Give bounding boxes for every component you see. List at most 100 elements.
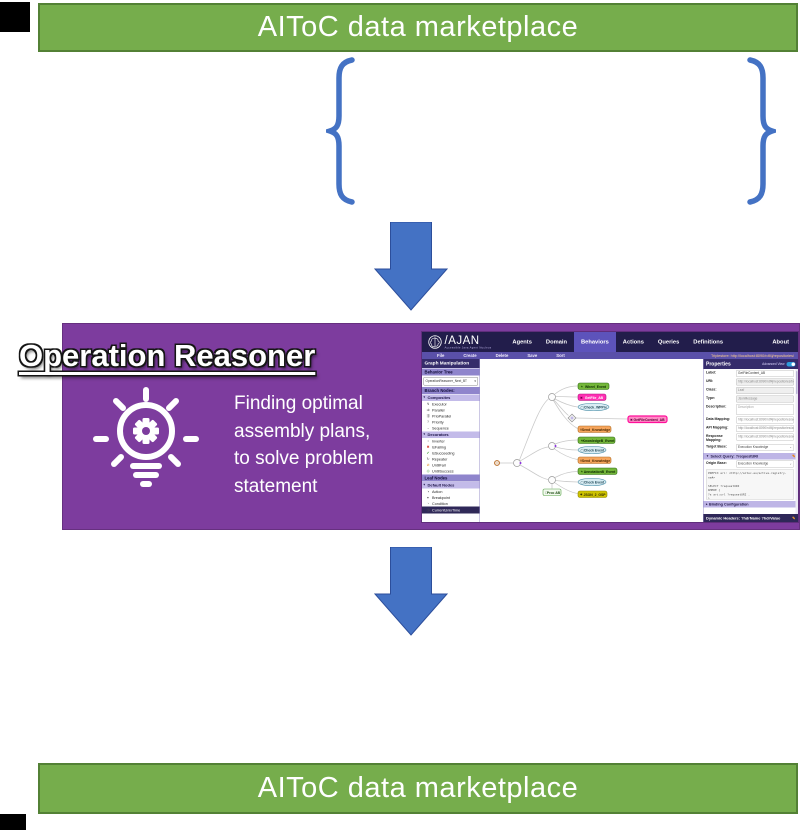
field-label: Type: [706, 396, 716, 401]
svg-text:Wheel_Event: Wheel_Event [585, 385, 607, 389]
bt-node-check-event-2[interactable]: ◯ Check Event [577, 477, 607, 487]
menu-item-about[interactable]: About [772, 339, 789, 345]
svg-text:Check Event: Check Event [584, 448, 605, 452]
field-label: Origin Base: [706, 461, 727, 466]
field-label: Response Mapping: [706, 434, 723, 443]
svg-text:Check_WPPre: Check_WPPre [584, 405, 607, 409]
composites-group[interactable]: ▾Composites [422, 394, 480, 401]
binding-configuration-section[interactable]: ▸ Binding Configuration [703, 501, 798, 508]
menu-item-queries[interactable]: Queries [657, 339, 680, 345]
node-item-priority[interactable]: ?Priority [422, 419, 480, 425]
message-icon: ▣ [630, 418, 633, 422]
chevron-down-icon: ⌄ [789, 462, 792, 466]
triplestore-url: Triplestore: http://localhost:8090/rdf4j… [710, 353, 794, 358]
default-nodes-group[interactable]: ▾Default Nodes [422, 482, 480, 489]
bt-node-send-knowledge-2[interactable]: ⧉ Send_Knowledge [577, 456, 612, 464]
target-base-select[interactable]: Execution Knowledge⌄ [736, 444, 794, 451]
origin-base-select[interactable]: Execution Knowledge⌄ [736, 460, 794, 468]
toolbar-save-button[interactable]: Save [527, 353, 538, 358]
dynamic-headers-bar[interactable]: Dynamic Headers: ?hdrName ?hdrValue ✎ [703, 514, 798, 522]
prioparallel-icon: ⇶ [426, 414, 430, 419]
caret-down-icon: ▾ [423, 433, 426, 436]
action-icon: ◑ [427, 489, 429, 494]
node-item-condition[interactable]: ◔Condition [422, 500, 480, 507]
bt-node-check-wppre[interactable]: ◯ Check_WPPre [577, 402, 610, 412]
bt-node-getfilecontent-selected[interactable]: ▣ GetFileContent_AB [627, 415, 668, 424]
node-item-issucceeding[interactable]: ✔IsSucceeding [422, 450, 480, 456]
bt-sequence-node[interactable] [548, 442, 556, 450]
bt-node-proc-ab[interactable]: ▢ Proc AB [542, 488, 562, 496]
node-item-sequence[interactable]: →Sequence [422, 425, 480, 431]
description-field[interactable]: Description [736, 404, 794, 415]
behavior-tree-select[interactable]: OperationReasoner_Next_BT ▾ [423, 377, 478, 386]
bt-sequence-node[interactable] [513, 459, 521, 467]
top-banner: AIToC data marketplace [38, 3, 798, 52]
behavior-tree-canvas[interactable]: ★ Wheel_Event ▣ GetFile_AB ◯ Check_WPPre [480, 359, 703, 522]
properties-scrollbar[interactable] [795, 369, 798, 514]
sparql-query-editor[interactable]: PREFIX ari: <http://aitoc.eu/active-regi… [706, 469, 794, 500]
response-mapping-field[interactable]: http://localhost:8090/rdf4j/repositories… [736, 433, 794, 441]
advanced-view-toggle[interactable] [786, 361, 796, 367]
node-item-parallel[interactable]: ⇉Parallel [422, 407, 480, 413]
bt-root-node[interactable] [494, 460, 500, 466]
bt-node-send-knowledge[interactable]: ⧉ Send_Knowledge [577, 425, 612, 433]
caret-down-icon: ▼ [706, 454, 709, 458]
node-item-inverter[interactable]: ↕Inverter [422, 438, 480, 444]
bt-node-getfile[interactable]: ▣ GetFile_AB [577, 393, 607, 401]
bt-node-annotation-event[interactable]: ★ AnnotationB_Event [577, 467, 618, 475]
bottom-banner: AIToC data marketplace [38, 763, 798, 814]
node-item-action[interactable]: ◑Action [422, 488, 480, 495]
bt-sequence-node[interactable] [548, 476, 556, 484]
ajan-main-menu: Agents Domain Behaviors Actions Queries … [505, 332, 730, 352]
node-item-prioparallel[interactable]: ⇶PrioParallel [422, 413, 480, 419]
svg-text:JSON_2_GSP: JSON_2_GSP [583, 493, 606, 497]
ajan-logo[interactable]: /AJAN Accessible Java Agent Nucleus [428, 334, 491, 349]
node-item-executor[interactable]: ↯Executor [422, 401, 480, 407]
ajan-logo-tagline: Accessible Java Agent Nucleus [444, 346, 492, 350]
down-arrow-icon [374, 547, 448, 636]
chevron-down-icon: ⌄ [789, 445, 792, 450]
toolbar-create-button[interactable]: Create [463, 353, 477, 358]
bottom-banner-label: AIToC data marketplace [257, 772, 579, 804]
caret-down-icon: ▾ [423, 483, 426, 487]
failing-icon: ✖ [426, 445, 430, 450]
data-mapping-field[interactable]: http://localhost:8090/rdf4j/repositories… [736, 416, 794, 424]
toolbar-file-button[interactable]: File [437, 353, 445, 358]
decorators-group[interactable]: ▾Decorators [422, 431, 480, 438]
right-curly-brace [747, 57, 776, 205]
condition-icon: ◯ [581, 449, 585, 453]
bt-node-check-event-1[interactable]: ◯ Check Event [577, 445, 607, 455]
node-item-breakpoint[interactable]: ●Breakpoint [422, 494, 480, 501]
properties-header: Properties Advanced View [703, 359, 798, 369]
chevron-down-icon: ▾ [474, 379, 476, 384]
menu-item-actions[interactable]: Actions [622, 339, 644, 345]
api-mapping-field[interactable]: http://localhost:8090/rdf4j/repositories… [736, 425, 794, 432]
toolbar-delete-button[interactable]: Delete [495, 353, 509, 358]
menu-item-definitions[interactable]: Definitions [693, 339, 724, 345]
event-star-icon: ★ [581, 439, 584, 443]
box-icon: ▢ [545, 491, 548, 495]
edit-icon[interactable]: ✎ [792, 454, 796, 459]
node-item-currentunixtime[interactable]: ◷CurrentUnixTime [422, 506, 480, 514]
node-item-isfailing[interactable]: ✖IsFailing [422, 444, 480, 450]
node-item-untilsuccess[interactable]: ◎UntilSuccess [422, 468, 480, 474]
bt-node-json2gsp[interactable]: ✱ JSON_2_GSP [577, 490, 608, 498]
ajan-editor-screenshot: /AJAN Accessible Java Agent Nucleus Agen… [422, 332, 798, 522]
node-item-repeater[interactable]: ↻Repeater [422, 456, 480, 462]
edit-icon[interactable]: ✎ [792, 515, 796, 521]
node-item-untilfail[interactable]: ⊘UntilFail [422, 462, 480, 468]
label-field[interactable]: GetFileContent_AB [736, 370, 794, 377]
branch-nodes-header: Branch Nodes: [422, 387, 480, 394]
menu-item-domain[interactable]: Domain [545, 339, 567, 345]
operation-reasoner-description: Finding optimal assembly plans, to solve… [234, 390, 373, 500]
toolbar-sort-button[interactable]: Sort [556, 353, 565, 358]
menu-item-agents[interactable]: Agents [512, 339, 532, 345]
bt-node-knowledge-event[interactable]: ★ KnowledgeB_Event [577, 436, 616, 444]
condition-icon: ◯ [581, 481, 585, 485]
panel-title: Graph Manipulation [422, 359, 480, 368]
menu-item-behaviors[interactable]: Behaviors [574, 332, 616, 352]
bt-node-wheel-event[interactable]: ★ Wheel_Event [577, 382, 610, 390]
bt-sequence-node[interactable] [548, 393, 556, 401]
select-query-section[interactable]: ▼ Select Query: ?requestURI ✎ [703, 453, 798, 460]
condition-icon: ◯ [581, 406, 585, 410]
